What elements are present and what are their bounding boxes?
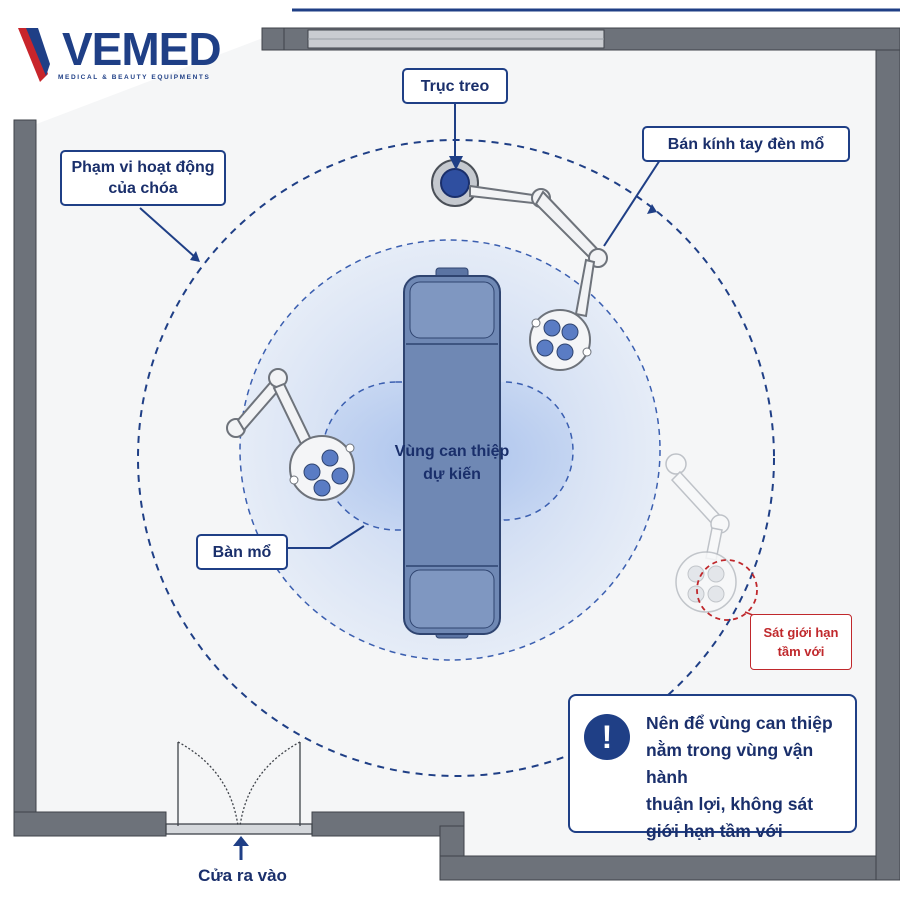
intervention-zone-line2: dự kiến <box>423 466 481 483</box>
brand-logo: VEMED MEDICAL & BEAUTY EQUIPMENTS <box>18 18 222 88</box>
intervention-zone-line1: Vùng can thiệp <box>394 443 510 460</box>
label-operating-range-line1: Phạm vi hoạt động <box>71 159 215 176</box>
reach-limit-marker <box>696 559 758 621</box>
label-entrance: Cửa ra vào <box>198 866 287 885</box>
label-ceiling-mount: Trục treo <box>402 68 508 104</box>
reach-limit-label-box: Sát giới hạn tầm với <box>750 614 852 670</box>
note-line: Nên để vùng can thiệp <box>646 713 833 733</box>
recommendation-note: ! Nên để vùng can thiệp nằm trong vùng v… <box>568 694 857 841</box>
label-arm-radius: Bán kính tay đèn mổ <box>642 126 850 162</box>
light-arm-right <box>469 184 608 318</box>
note-line: nằm trong vùng vận hành <box>646 740 814 787</box>
intervention-zone-label: Vùng can thiệp dự kiến <box>372 440 532 486</box>
operating-table <box>403 267 501 639</box>
exclamation-icon: ! <box>584 714 630 760</box>
label-operating-range: Phạm vi hoạt động của chóa <box>60 150 226 206</box>
reach-limit-line2: tầm với <box>777 644 825 659</box>
logo-mark-icon <box>18 28 50 82</box>
note-text: Nên để vùng can thiệp nằm trong vùng vận… <box>646 710 851 845</box>
label-operating-range-line2: của chóa <box>108 180 178 197</box>
note-line: thuận lợi, không sát <box>646 794 814 814</box>
reach-limit-label: Sát giới hạn tầm với <box>751 623 851 661</box>
label-operating-table: Bàn mổ <box>196 534 288 570</box>
surgical-lamp-left <box>289 435 355 501</box>
light-arm-left <box>226 368 314 448</box>
ghost-surgical-lamp <box>675 551 737 613</box>
note-line: giới hạn tầm với <box>646 821 783 841</box>
brand-name: VEMED <box>62 23 222 75</box>
brand-tagline: MEDICAL & BEAUTY EQUIPMENTS <box>58 74 211 81</box>
ceiling-mount <box>431 159 479 207</box>
surgical-lamp-right <box>529 309 592 371</box>
reach-limit-line1: Sát giới hạn <box>763 625 839 640</box>
door <box>165 741 313 835</box>
callout-lines <box>139 102 661 549</box>
